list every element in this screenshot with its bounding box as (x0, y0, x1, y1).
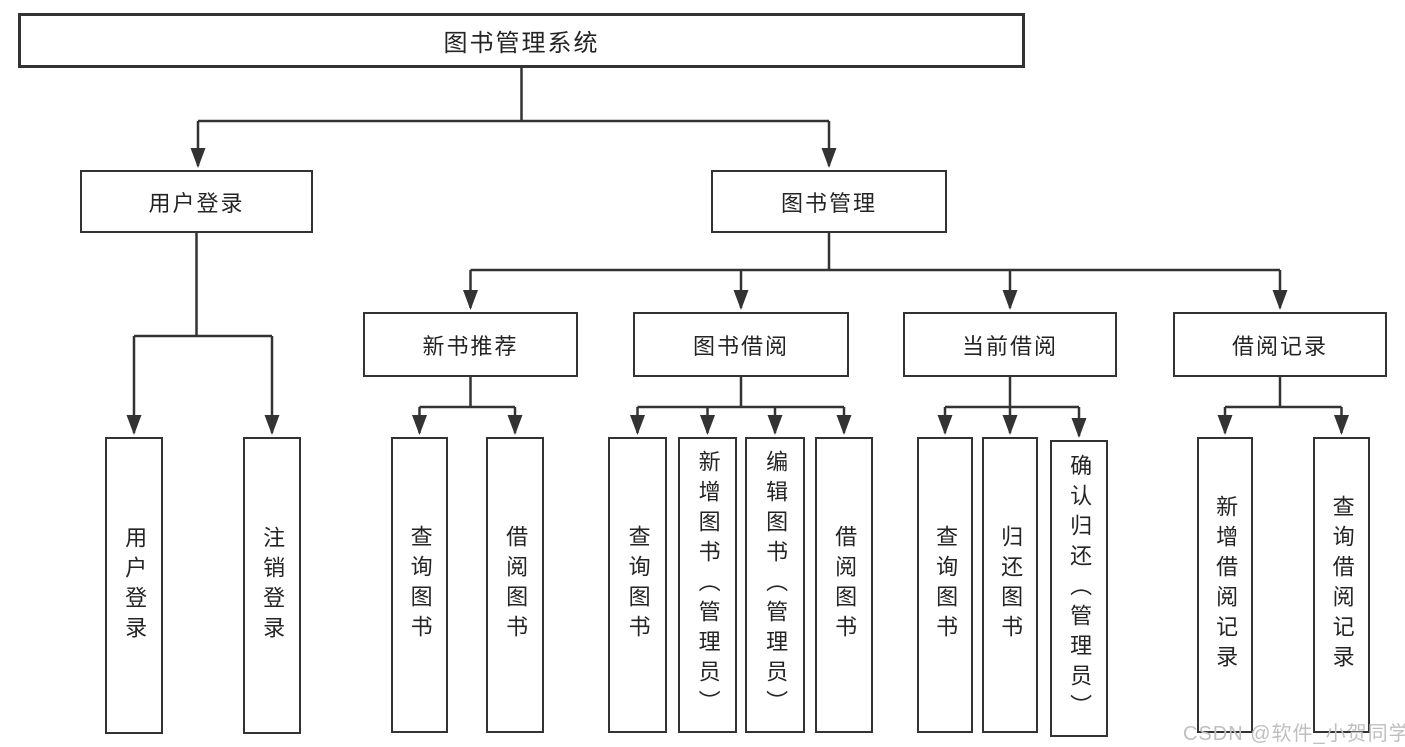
node-query-borrow-record: 查询借阅记录 (1313, 437, 1370, 733)
node-query-book-2: 查询图书 (608, 437, 667, 733)
node-current-borrow: 当前借阅 (903, 312, 1117, 377)
node-borrow-book-1: 借阅图书 (486, 437, 544, 733)
node-confirm-return-admin: 确认归还（管理员） (1050, 440, 1108, 737)
node-library-management-system: 图书管理系统 (18, 13, 1025, 68)
node-label: 新增图书（管理员） (695, 450, 721, 720)
node-label: 编辑图书（管理员） (763, 450, 789, 720)
node-label: 查询图书 (407, 525, 433, 645)
node-label: 借阅图书 (832, 525, 858, 645)
node-book-management: 图书管理 (711, 170, 947, 233)
csdn-watermark: CSDN @软件_小贺同学 (1183, 723, 1405, 745)
node-label: 查询图书 (625, 525, 651, 645)
node-logout: 注销登录 (243, 437, 301, 734)
node-label: 新增借阅记录 (1213, 495, 1239, 675)
node-label: 确认归还（管理员） (1067, 453, 1093, 724)
node-user-login: 用户登录 (105, 437, 163, 734)
node-label: 查询借阅记录 (1329, 495, 1355, 675)
node-query-book-1: 查询图书 (391, 437, 448, 733)
node-label: 借阅图书 (503, 525, 529, 645)
node-borrow-book-2: 借阅图书 (815, 437, 873, 733)
node-add-borrow-record: 新增借阅记录 (1197, 437, 1253, 733)
node-label: 查询图书 (933, 525, 959, 645)
node-label: 归还图书 (998, 525, 1024, 645)
node-label: 用户登录 (122, 525, 148, 646)
node-query-book-3: 查询图书 (917, 437, 973, 733)
node-return-book: 归还图书 (982, 437, 1038, 733)
node-label: 注销登录 (260, 525, 286, 646)
node-new-book-recommend: 新书推荐 (363, 312, 578, 377)
node-add-book-admin: 新增图书（管理员） (678, 437, 737, 733)
node-user-login-group: 用户登录 (80, 170, 313, 233)
node-edit-book-admin: 编辑图书（管理员） (745, 437, 805, 733)
node-book-borrow: 图书借阅 (633, 312, 849, 377)
node-borrow-record: 借阅记录 (1173, 312, 1387, 377)
